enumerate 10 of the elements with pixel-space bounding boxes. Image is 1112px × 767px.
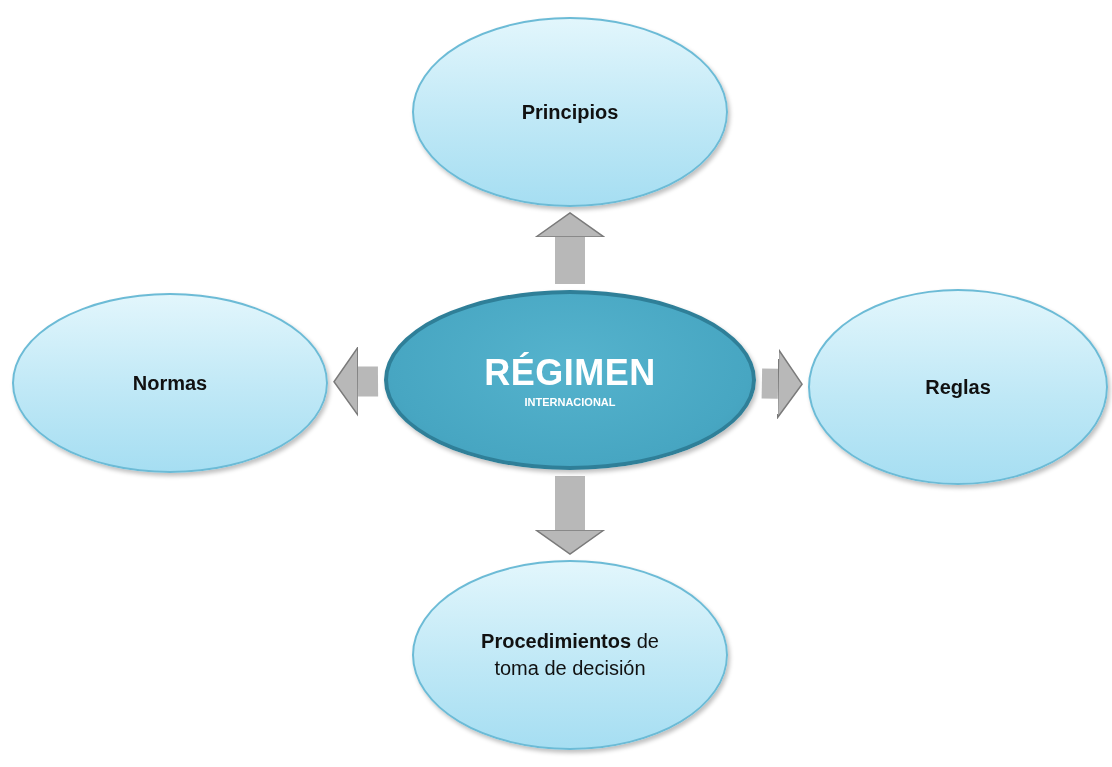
block-arrow	[761, 349, 803, 419]
block-arrow	[535, 212, 605, 284]
node-subtitle: INTERNACIONAL	[524, 396, 616, 408]
block-arrow	[535, 476, 605, 555]
block-arrow	[333, 346, 379, 417]
node-label: Principios	[521, 100, 619, 124]
node-label: Reglas	[925, 375, 991, 399]
node-label: Normas	[132, 371, 208, 395]
node-label: Procedimientos de toma de decisión	[480, 629, 660, 681]
node-title: RÉGIMEN	[484, 352, 656, 394]
